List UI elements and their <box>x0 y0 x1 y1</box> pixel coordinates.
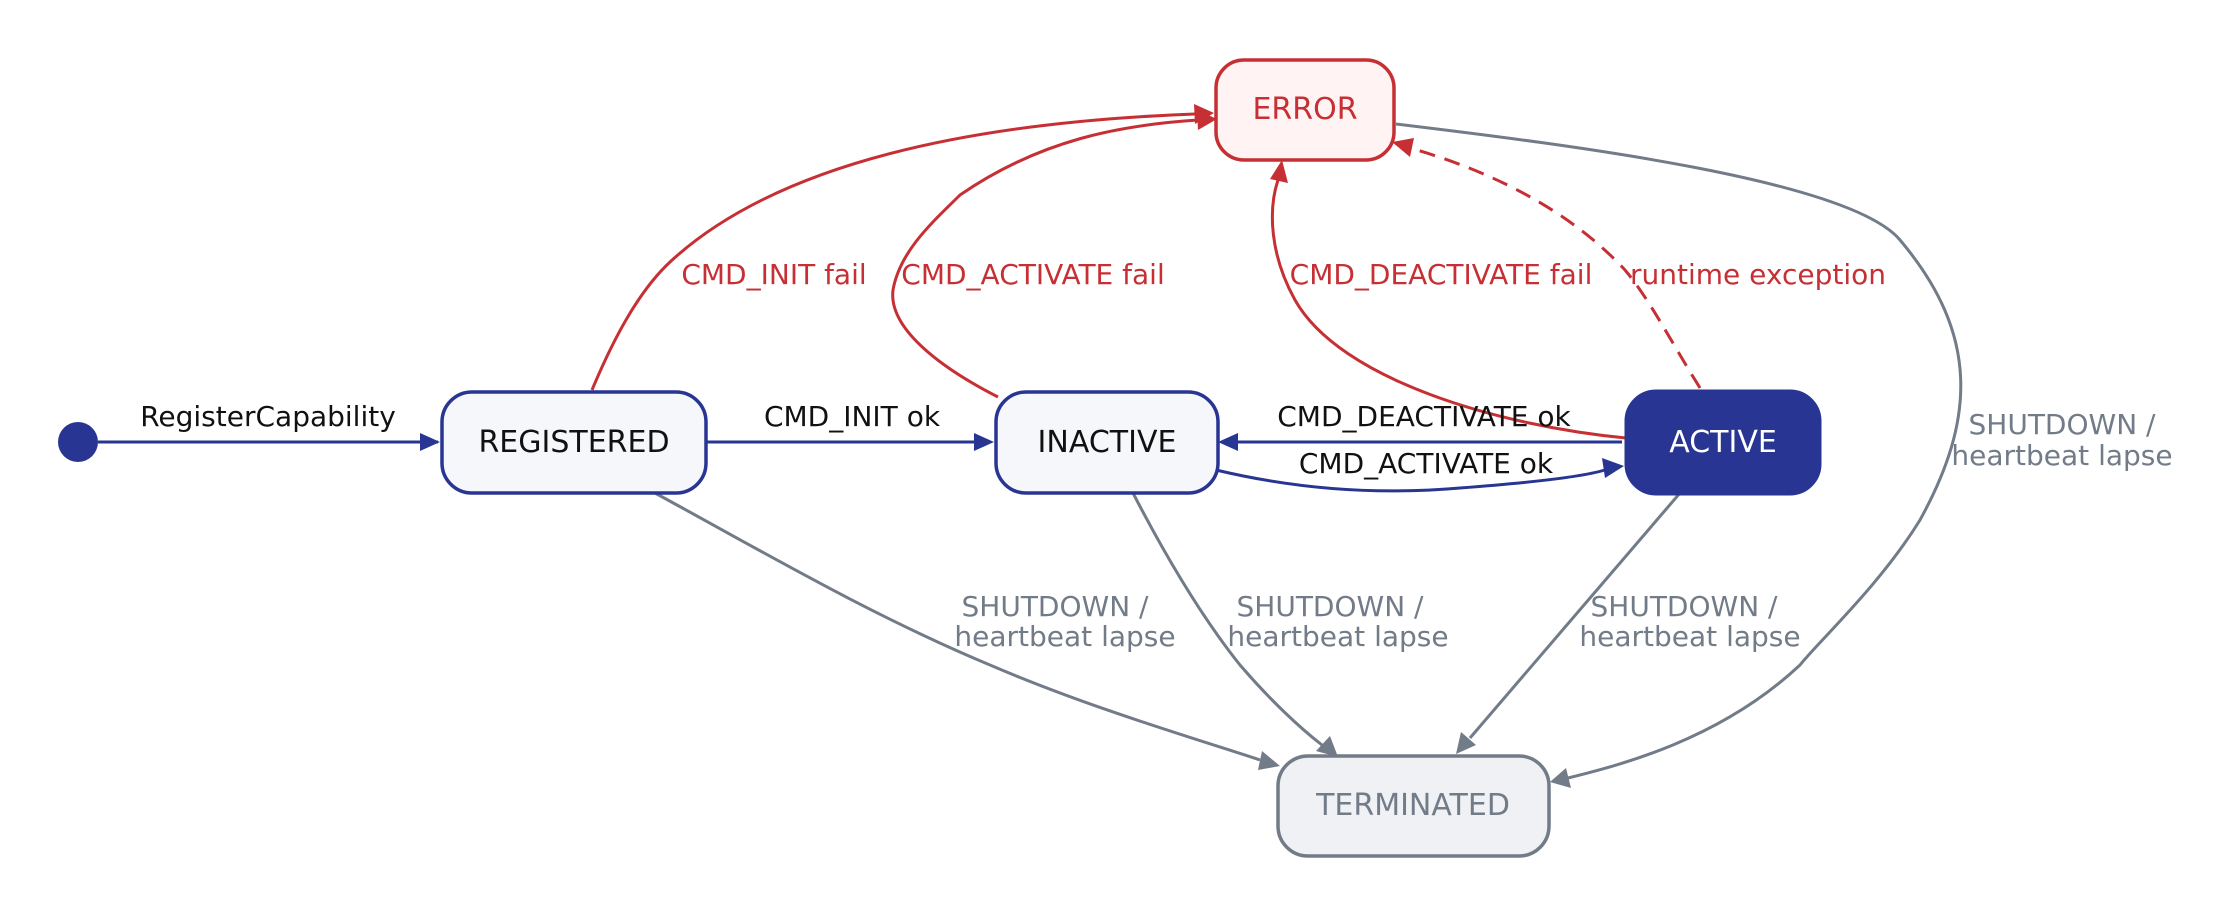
label-shutdown-active-1: SHUTDOWN / <box>1591 590 1779 623</box>
arrowhead-deactivate-fail <box>1270 160 1288 183</box>
edge-activate-ok <box>1215 468 1606 493</box>
arrowhead-shutdown-active <box>1456 732 1476 754</box>
arrowhead-register <box>420 433 440 451</box>
state-active[interactable]: ACTIVE <box>1624 389 1822 496</box>
edge-shutdown-error <box>1395 122 1963 780</box>
label-shutdown-inactive-1: SHUTDOWN / <box>1237 590 1425 623</box>
arrowhead-activate-ok <box>1602 458 1624 478</box>
edge-runtime-exception <box>1409 146 1702 389</box>
arrowhead-runtime-exception <box>1392 138 1414 157</box>
label-deactivate-ok: CMD_DEACTIVATE ok <box>1277 400 1571 433</box>
state-inactive[interactable]: INACTIVE <box>994 390 1220 495</box>
arrowhead-activate-fail <box>1197 110 1217 130</box>
label-runtime-exception: runtime exception <box>1630 258 1886 291</box>
arrowhead-shutdown-registered <box>1258 751 1280 770</box>
edge-activate-fail <box>891 118 1199 399</box>
state-active-label: ACTIVE <box>1669 425 1777 460</box>
label-shutdown-registered-2: heartbeat lapse <box>954 620 1175 653</box>
state-terminated-label: TERMINATED <box>1315 788 1510 823</box>
arrowhead-shutdown-error <box>1550 768 1571 788</box>
label-register: RegisterCapability <box>140 400 396 433</box>
state-inactive-label: INACTIVE <box>1038 425 1177 460</box>
label-deactivate-fail: CMD_DEACTIVATE fail <box>1290 258 1593 291</box>
label-shutdown-inactive-2: heartbeat lapse <box>1227 620 1448 653</box>
label-shutdown-registered-1: SHUTDOWN / <box>962 590 1150 623</box>
edge-shutdown-inactive <box>1131 492 1323 747</box>
label-activate-ok: CMD_ACTIVATE ok <box>1299 447 1554 480</box>
arrowhead-init-ok <box>974 433 994 451</box>
state-error[interactable]: ERROR <box>1214 58 1396 162</box>
label-init-ok: CMD_INIT ok <box>764 400 941 433</box>
edge-shutdown-active <box>1468 492 1682 739</box>
arrowhead-deactivate-ok <box>1218 433 1238 451</box>
state-registered[interactable]: REGISTERED <box>440 390 708 495</box>
label-shutdown-active-2: heartbeat lapse <box>1579 620 1800 653</box>
label-init-fail: CMD_INIT fail <box>681 258 866 291</box>
label-activate-fail: CMD_ACTIVATE fail <box>901 258 1164 291</box>
edge-init-fail <box>590 112 1196 391</box>
label-shutdown-error-2: heartbeat lapse <box>1951 439 2172 472</box>
arrowhead-shutdown-inactive <box>1316 736 1338 757</box>
state-terminated[interactable]: TERMINATED <box>1276 754 1551 858</box>
initial-state-dot <box>58 422 98 462</box>
edge-deactivate-fail <box>1270 179 1627 440</box>
edge-shutdown-registered <box>654 491 1261 762</box>
state-registered-label: REGISTERED <box>478 425 669 460</box>
state-error-label: ERROR <box>1252 92 1357 127</box>
label-shutdown-error-1: SHUTDOWN / <box>1969 408 2157 441</box>
